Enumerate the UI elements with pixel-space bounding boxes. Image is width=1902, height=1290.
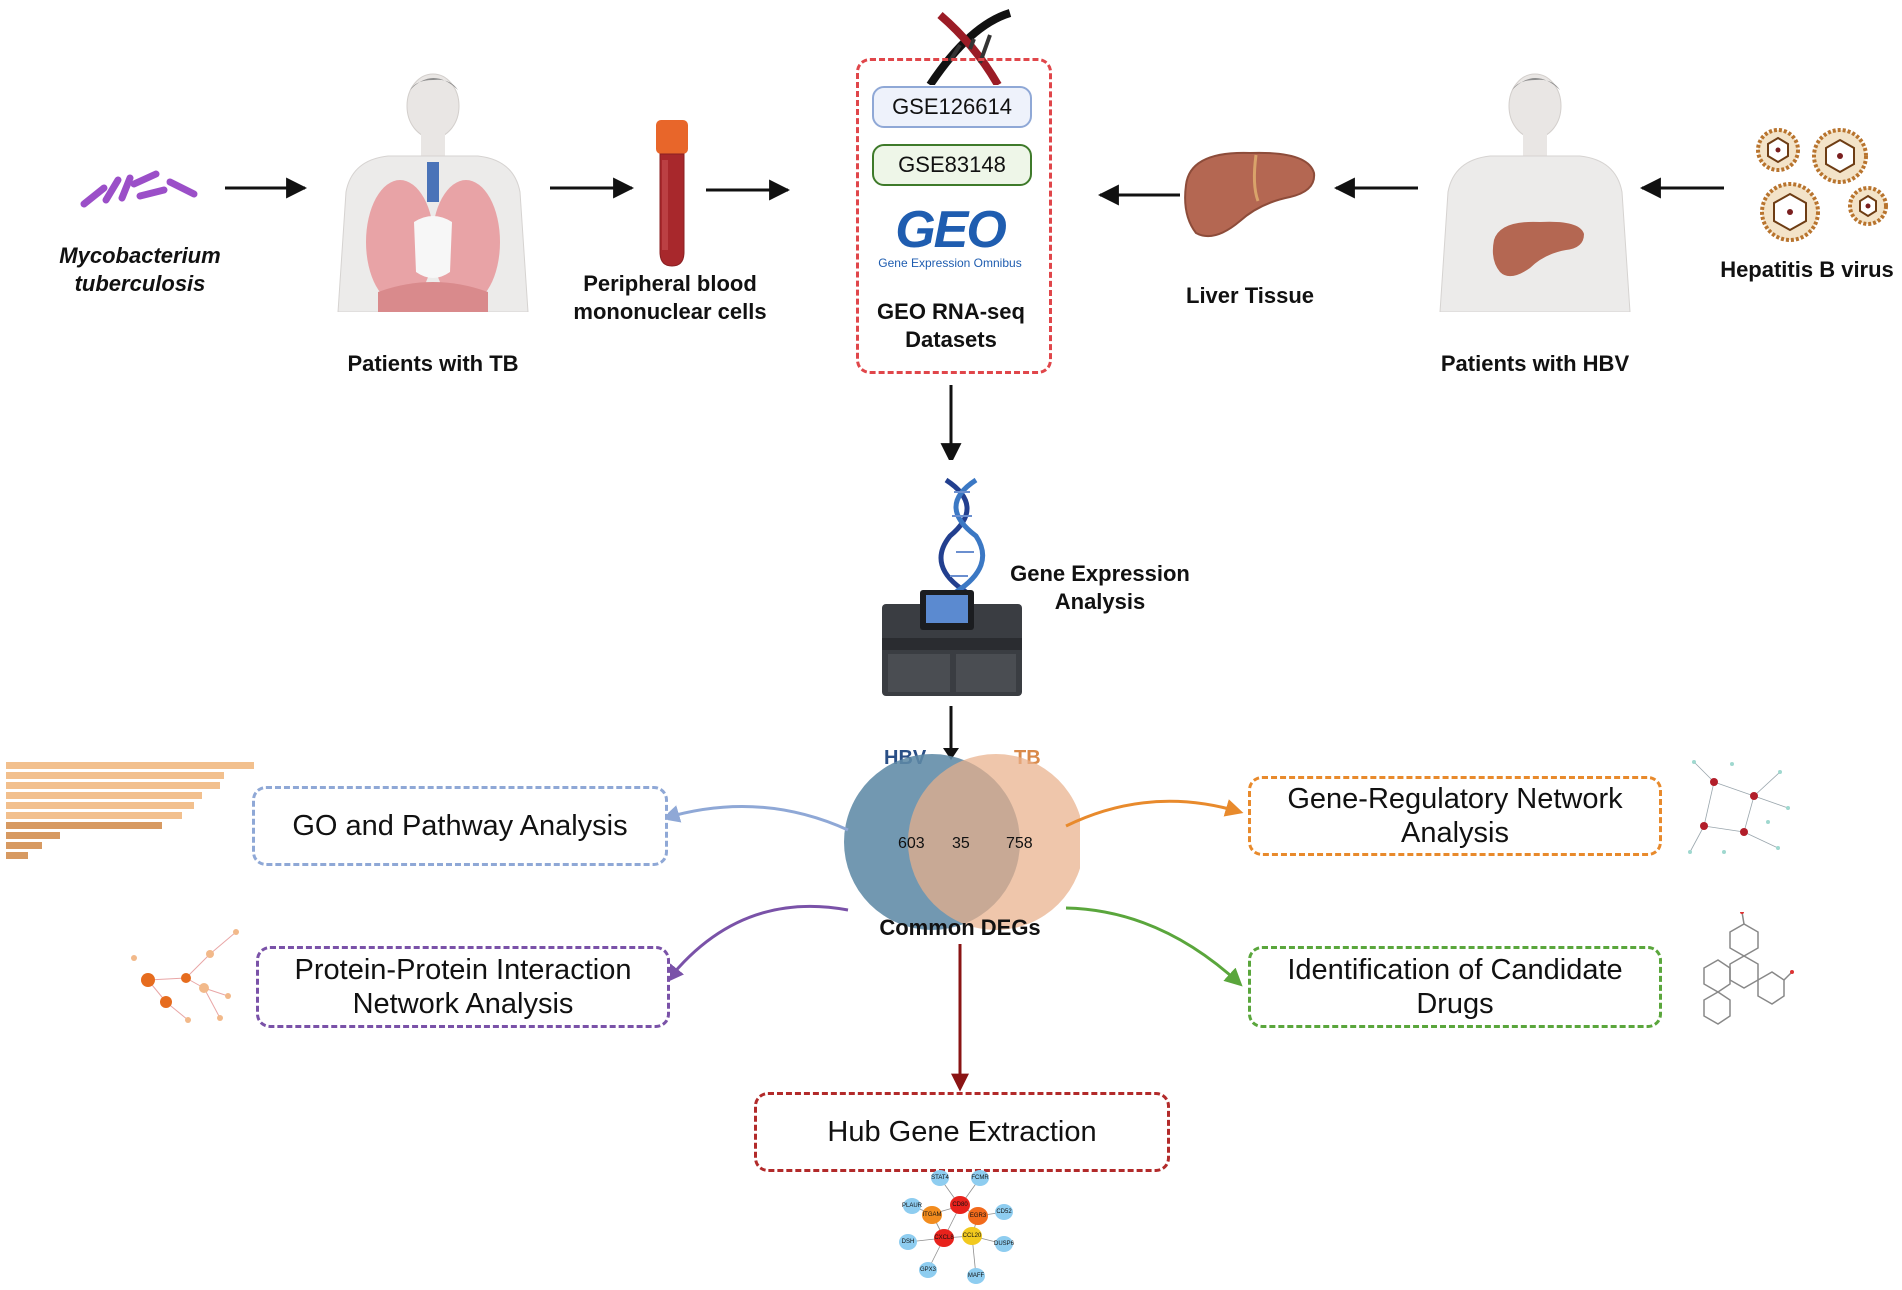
venn-overlap: 35	[952, 835, 970, 852]
drug-molecule-thumbnail	[1703, 912, 1794, 1025]
ppi-thumbnail	[131, 929, 239, 1023]
go-bar-thumbnail	[6, 762, 254, 859]
hub-node: GPX3	[919, 1262, 937, 1278]
mycobacterium-icon	[80, 170, 198, 208]
gene-expression-label: Gene Expression Analysis	[1010, 561, 1190, 614]
go-pathway-label: GO and Pathway Analysis	[292, 810, 628, 842]
hub-node: CD52	[995, 1204, 1013, 1220]
hub-node: DUSP6	[994, 1236, 1014, 1252]
top-arrows	[225, 177, 1724, 460]
hub-node: PLAUR	[902, 1198, 922, 1214]
geo-logo-subtitle: Gene Expression Omnibus	[878, 256, 1022, 270]
candidate-drugs-label: Identification of Candidate Drugs	[1287, 954, 1623, 1020]
common-degs-label: Common DEGs	[879, 915, 1041, 940]
candidate-drugs-box: Identification of Candidate Drugs	[1248, 946, 1662, 1028]
sequencer-dna-icon	[938, 477, 986, 595]
blood-tube-icon	[656, 120, 688, 267]
dataset-gse83148: GSE83148	[872, 144, 1032, 186]
hub-node: CCL20	[962, 1227, 982, 1245]
liver-tissue-label: Liver Tissue	[1186, 283, 1314, 308]
tb-patients-label: Patients with TB	[347, 351, 519, 376]
hbv-patients-label: Patients with HBV	[1440, 351, 1630, 376]
connector-go	[661, 804, 849, 832]
mtb-label: Mycobacterium tuberculosis	[59, 243, 221, 296]
geo-logo-text: GEO	[895, 201, 1007, 259]
hub-node: CD80	[950, 1196, 970, 1214]
hbv-virus-label: Hepatitis B virus	[1720, 257, 1894, 282]
liver-icon	[1184, 151, 1316, 237]
hub-node: CXCL8	[934, 1229, 954, 1247]
venn-diagram: HBV TB 603 35 758	[844, 747, 1080, 930]
venn-right-only: 758	[1006, 835, 1033, 852]
hub-node: STAT4	[931, 1170, 949, 1186]
connector-ppi	[665, 904, 849, 983]
output-connectors	[661, 799, 1244, 1092]
grn-thumbnail	[1688, 760, 1790, 854]
ppi-label: Protein-Protein Interaction Network Anal…	[294, 954, 632, 1020]
hub-node: DSH	[899, 1234, 917, 1250]
hub-node: EGR3	[968, 1207, 988, 1225]
pbmc-label: Peripheral blood mononuclear cells	[573, 271, 767, 324]
venn-left-only: 603	[898, 835, 925, 852]
gene-regulatory-box: Gene-Regulatory Network Analysis	[1248, 776, 1662, 856]
hub-node: ITGAM	[922, 1206, 942, 1224]
hbv-patient-figure	[1439, 73, 1631, 312]
sequencer-machine-icon	[882, 590, 1022, 696]
hub-gene-box: Hub Gene Extraction	[754, 1092, 1170, 1172]
hub-network-nodes: STAT4 FCMR PLAUR ITGAM CD80 EGR3 CD52 CC…	[880, 1170, 1040, 1290]
go-pathway-box: GO and Pathway Analysis	[252, 786, 668, 866]
geo-datasets-label: GEO RNA-seq Datasets	[877, 299, 1025, 352]
dataset-gse126614: GSE126614	[872, 86, 1032, 128]
venn-right-circle	[908, 754, 1080, 930]
hbv-virus-icon	[1756, 128, 1888, 242]
hub-node: MAFF	[967, 1268, 985, 1284]
connector-grn	[1065, 799, 1244, 828]
gene-regulatory-label: Gene-Regulatory Network Analysis	[1287, 783, 1623, 849]
connector-drugs	[1065, 906, 1243, 987]
tb-patient-figure	[337, 73, 529, 312]
ppi-box: Protein-Protein Interaction Network Anal…	[256, 946, 670, 1028]
hub-node: FCMR	[971, 1170, 989, 1186]
hub-gene-label: Hub Gene Extraction	[827, 1116, 1097, 1148]
arrow-sequencer-to-venn	[943, 706, 959, 760]
geo-logo: GEO Gene Expression Omnibus	[868, 204, 1032, 270]
geo-datasets-container	[856, 58, 1052, 374]
